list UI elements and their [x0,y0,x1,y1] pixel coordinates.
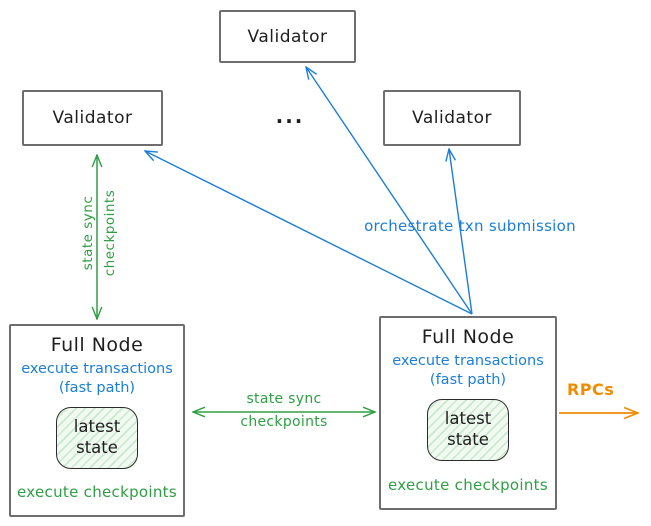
validator-left-label: Validator [52,108,133,128]
orchestrate-arrow-to-left-validator [145,151,473,315]
full-node-right-fast-path: (fast path) [429,371,507,388]
full-node-left-exec-checkpoints: execute checkpoints [17,483,177,501]
orchestrate-label: orchestrate txn submission [364,217,576,235]
validator-node-left: Validator [22,90,163,146]
validator-right-label: Validator [412,108,492,128]
full-node-right-exec-transactions: execute transactions [392,352,544,369]
validator-node-top: Validator [219,10,356,63]
full-node-right-latest-state: latest state [427,398,509,461]
latest-state-line1: latest [73,416,121,436]
left-state-sync-label-line1: state sync [80,195,96,271]
latest-state-line2: state [447,429,489,449]
full-node-left-latest-state: latest state [56,406,138,469]
validator-top-label: Validator [247,26,328,47]
full-node-left-exec-transactions: execute transactions [21,360,173,377]
mid-state-sync-label-line1: state sync [246,391,322,407]
full-node-right-title: Full Node [421,326,515,348]
full-node-left-title: Full Node [50,334,144,356]
orchestrate-arrow-to-right-validator [449,149,473,315]
validators-ellipsis: ... [275,104,305,128]
full-node-right: Full Node execute transactions (fast pat… [379,316,557,510]
rpcs-label: RPCs [567,380,615,399]
full-node-left-fast-path-text: execute transactions (fast path) [21,360,173,398]
full-node-right-exec-checkpoints: execute checkpoints [388,476,548,494]
full-node-left: Full Node execute transactions (fast pat… [9,324,185,517]
full-node-left-fast-path: (fast path) [58,379,136,396]
latest-state-line1: latest [444,408,492,428]
mid-state-sync-label-line2: checkpoints [240,414,328,430]
left-state-sync-label-line2: checkpoints [102,189,118,277]
latest-state-line2: state [76,437,118,457]
full-node-right-fast-path-text: execute transactions (fast path) [392,352,544,390]
validator-node-right: Validator [383,90,521,146]
